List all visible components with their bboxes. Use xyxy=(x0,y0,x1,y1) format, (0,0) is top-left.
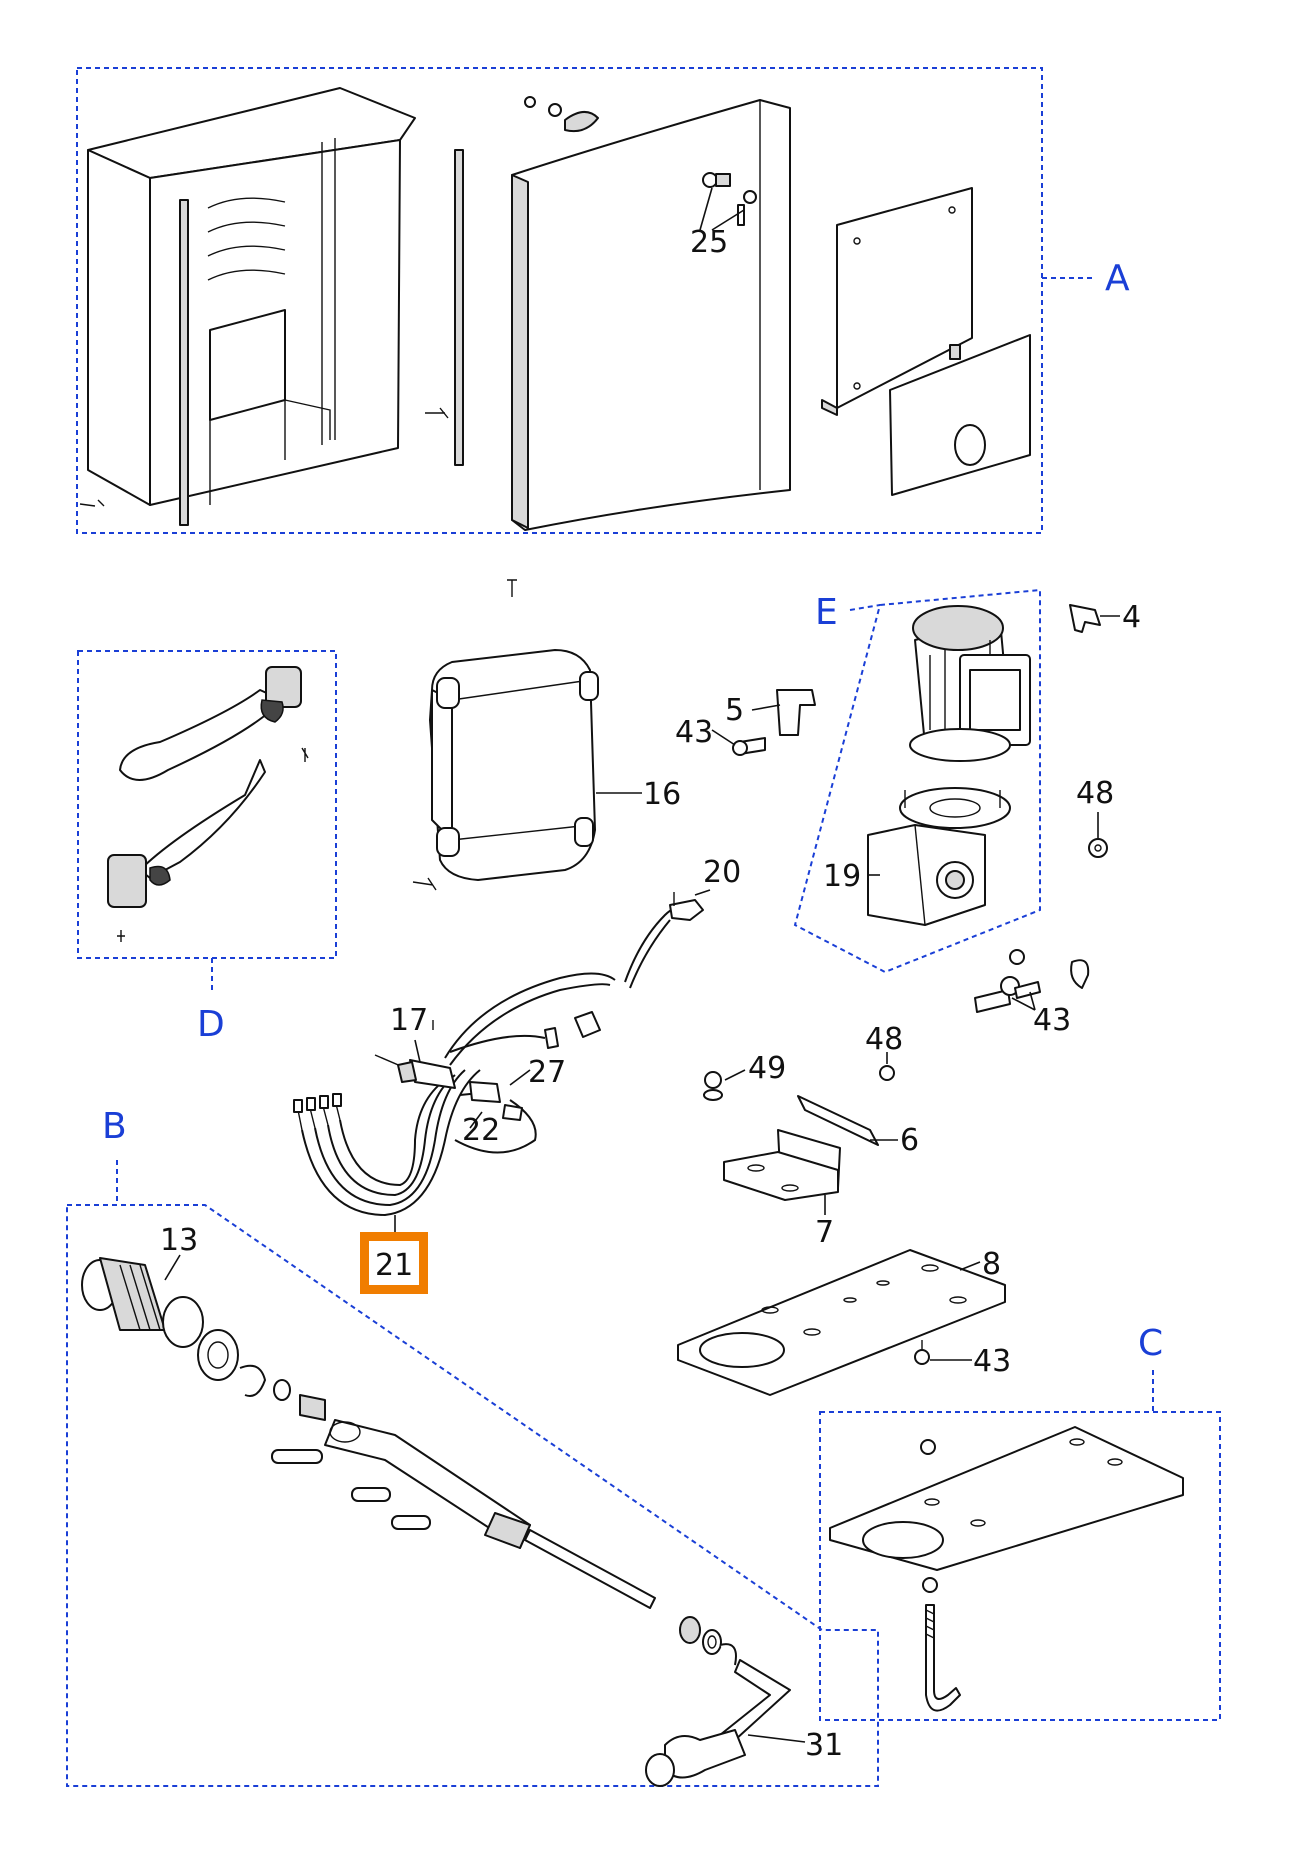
mounting-bracket: 7 xyxy=(723,1129,841,1250)
group-d-outline xyxy=(77,650,337,959)
part-label-22[interactable]: 22 xyxy=(462,1113,500,1148)
lock-key-assembly: 25 xyxy=(690,172,757,260)
release-lever xyxy=(107,666,309,942)
group-e: E 19 xyxy=(793,588,1041,974)
group-c: C xyxy=(819,1323,1221,1721)
part-label-43-upper[interactable]: 43 xyxy=(675,715,713,750)
front-door-panel xyxy=(511,99,791,531)
part-label-7[interactable]: 7 xyxy=(815,1215,834,1250)
control-box: 16 xyxy=(412,579,681,891)
group-a: A xyxy=(76,67,1130,534)
nut-washer: 49 xyxy=(703,1051,786,1101)
release-crank-handle xyxy=(645,1659,791,1787)
part-label-8[interactable]: 8 xyxy=(982,1247,1001,1282)
part-label-43-middle[interactable]: 43 xyxy=(1033,1003,1071,1038)
part-label-16[interactable]: 16 xyxy=(643,777,681,812)
cover-screws-top xyxy=(524,96,599,133)
group-b-label[interactable]: B xyxy=(102,1106,127,1147)
part-label-20[interactable]: 20 xyxy=(703,855,741,890)
part-label-31[interactable]: 31 xyxy=(805,1728,843,1763)
part-label-6[interactable]: 6 xyxy=(900,1123,919,1158)
group-b-outline xyxy=(66,1204,879,1787)
rear-mounting-plate xyxy=(821,187,1031,496)
rail-bracket: 6 xyxy=(797,1095,919,1158)
group-d-label[interactable]: D xyxy=(197,1004,225,1045)
screw xyxy=(425,407,449,419)
base-plate: 8 xyxy=(677,1247,1006,1396)
group-d: D xyxy=(77,650,337,1045)
part-label-19[interactable]: 19 xyxy=(823,859,861,894)
fastener-cluster: 43 xyxy=(974,949,1090,1038)
part-label-5[interactable]: 5 xyxy=(725,693,744,728)
electric-motor xyxy=(909,605,1031,762)
anchor-bolt xyxy=(922,1577,961,1712)
seal-strip xyxy=(454,149,464,466)
shaft-end-hardware xyxy=(679,1616,737,1666)
part-label-4[interactable]: 4 xyxy=(1122,600,1141,635)
nut-lower: 48 xyxy=(865,1022,903,1081)
wire-terminals xyxy=(293,1093,342,1131)
group-e-label[interactable]: E xyxy=(815,592,838,633)
group-a-outline xyxy=(76,67,1043,534)
housing-cover xyxy=(79,87,416,526)
part-label-21[interactable]: 21 xyxy=(375,1248,413,1283)
foundation-plate xyxy=(829,1426,1184,1571)
bolt-lower: 43 xyxy=(914,1340,1011,1379)
part-label-13[interactable]: 13 xyxy=(160,1223,198,1258)
part-label-49[interactable]: 49 xyxy=(748,1051,786,1086)
part-label-48-lower[interactable]: 48 xyxy=(865,1022,903,1057)
group-b: B 13 xyxy=(66,1106,879,1787)
pinion-gear xyxy=(81,1257,239,1381)
wiring-harness: 20 17 27 22 xyxy=(293,855,741,1294)
part-label-27[interactable]: 27 xyxy=(528,1055,566,1090)
angle-bracket: 5 43 xyxy=(675,689,816,756)
part-label-43-lower[interactable]: 43 xyxy=(973,1344,1011,1379)
group-a-label[interactable]: A xyxy=(1105,258,1130,299)
highlight-part-21[interactable]: 21 xyxy=(360,1232,428,1294)
group-c-label[interactable]: C xyxy=(1138,1323,1163,1364)
shaft-small-parts xyxy=(239,1364,431,1530)
drive-shaft xyxy=(324,1419,656,1609)
nut-upper: 48 xyxy=(1076,776,1114,858)
part-label-17[interactable]: 17 xyxy=(390,1003,428,1038)
part-label-25[interactable]: 25 xyxy=(690,225,728,260)
housing-vents xyxy=(207,197,286,281)
group-e-outline xyxy=(793,588,1041,974)
gearbox xyxy=(867,787,1011,926)
bracket-small: 4 xyxy=(1069,600,1141,635)
part-label-48-upper[interactable]: 48 xyxy=(1076,776,1114,811)
group-c-outline xyxy=(819,1411,1221,1721)
